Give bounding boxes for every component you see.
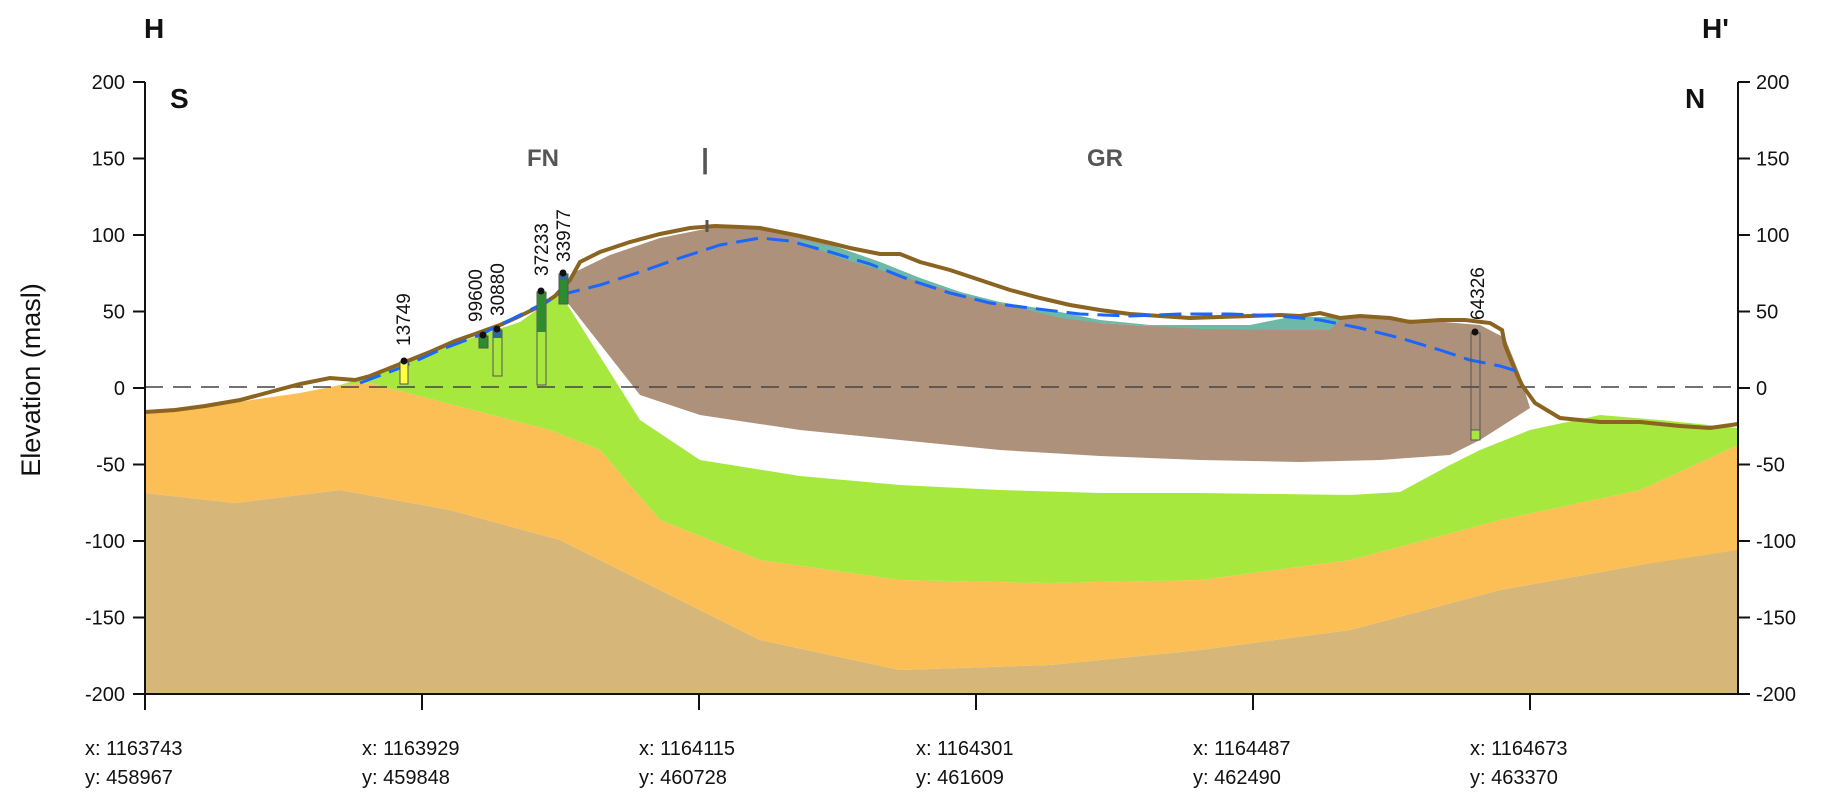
orange-unit xyxy=(145,383,1738,670)
section-start-label: H xyxy=(144,13,164,44)
well-head-dot xyxy=(559,269,567,277)
zone-divider: | xyxy=(701,143,709,174)
well-screen xyxy=(493,330,502,338)
y-tick-label-right: -100 xyxy=(1756,531,1796,553)
well-99600[interactable] xyxy=(478,331,489,349)
section-end-label: H' xyxy=(1702,13,1729,44)
well-label: 99600 xyxy=(466,269,487,322)
y-tick-label-right: -150 xyxy=(1756,608,1796,630)
x-tick-label-x: x: 1164487 xyxy=(1193,738,1291,760)
zone-label-gr: GR xyxy=(1087,145,1123,172)
x-tick-label-x: x: 1164301 xyxy=(916,738,1014,760)
well-label: 64326 xyxy=(1468,267,1489,320)
water-table-line xyxy=(359,236,1521,385)
y-tick-label-right: 100 xyxy=(1756,225,1789,247)
well-label: 37233 xyxy=(532,223,553,276)
brown-unit xyxy=(560,227,1530,462)
north-label: N xyxy=(1685,83,1705,114)
x-tick-label-y: y: 460728 xyxy=(639,767,727,789)
ground-surface-line xyxy=(144,223,1739,431)
x-tick-label-x: x: 1164673 xyxy=(1470,738,1568,760)
well-label: 33977 xyxy=(554,209,575,262)
axes: 200 200 150 150 100 100 50 50 0 0 -50 -50 -100 -100 -1… xyxy=(85,72,1796,789)
x-tick-label-y: y: 461609 xyxy=(916,767,1004,789)
y-tick-label-left: 50 xyxy=(103,302,125,324)
deep-unit xyxy=(145,490,1738,694)
well-30880[interactable] xyxy=(492,325,503,377)
zone-label-fn: FN xyxy=(527,145,559,172)
well-label: 30880 xyxy=(488,263,509,316)
y-tick-label-left: 150 xyxy=(92,149,125,171)
well-33977[interactable] xyxy=(558,269,569,305)
x-tick-label-y: y: 458967 xyxy=(85,767,173,789)
y-tick-label-left: -150 xyxy=(85,608,125,630)
well-head-dot xyxy=(479,331,487,339)
x-tick-label-y: y: 463370 xyxy=(1470,767,1558,789)
well-screen xyxy=(559,274,568,280)
well-casing xyxy=(399,361,409,385)
well-64326[interactable] xyxy=(1470,328,1481,441)
well-label: 13749 xyxy=(394,293,415,346)
south-label: S xyxy=(170,83,189,114)
x-tick-label-y: y: 462490 xyxy=(1193,767,1281,789)
well-head-dot xyxy=(493,325,501,333)
y-tick-label-left: -200 xyxy=(85,684,125,706)
y-tick-label-right: -200 xyxy=(1756,684,1796,706)
well-head-dot xyxy=(537,287,545,295)
y-tick-label-left: 200 xyxy=(92,72,125,94)
y-tick-label-left: -50 xyxy=(96,455,125,477)
y-tick-label-left: 100 xyxy=(92,225,125,247)
x-tick-label-x: x: 1163743 xyxy=(85,738,183,760)
y-tick-label-right: 200 xyxy=(1756,72,1789,94)
well-screen xyxy=(537,292,546,332)
well-screen xyxy=(1470,429,1481,441)
y-tick-label-left: -100 xyxy=(85,531,125,553)
y-tick-label-right: -50 xyxy=(1756,455,1785,477)
y-tick-label-right: 150 xyxy=(1756,149,1789,171)
well-head-dot xyxy=(400,357,408,365)
y-tick-label-left: 0 xyxy=(114,378,125,400)
y-axis-title: Elevation (masl) xyxy=(16,283,46,477)
y-tick-label-right: 50 xyxy=(1756,302,1778,324)
well-13749[interactable] xyxy=(399,357,409,385)
x-tick-label-x: x: 1164115 xyxy=(639,738,735,760)
y-tick-label-right: 0 xyxy=(1756,378,1767,400)
x-tick-label-x: x: 1163929 xyxy=(362,738,460,760)
x-tick-label-y: y: 459848 xyxy=(362,767,450,789)
well-head-dot xyxy=(1471,328,1479,336)
green-unit xyxy=(340,293,1738,583)
teal-unit xyxy=(792,238,1340,330)
well-37233[interactable] xyxy=(536,287,547,386)
